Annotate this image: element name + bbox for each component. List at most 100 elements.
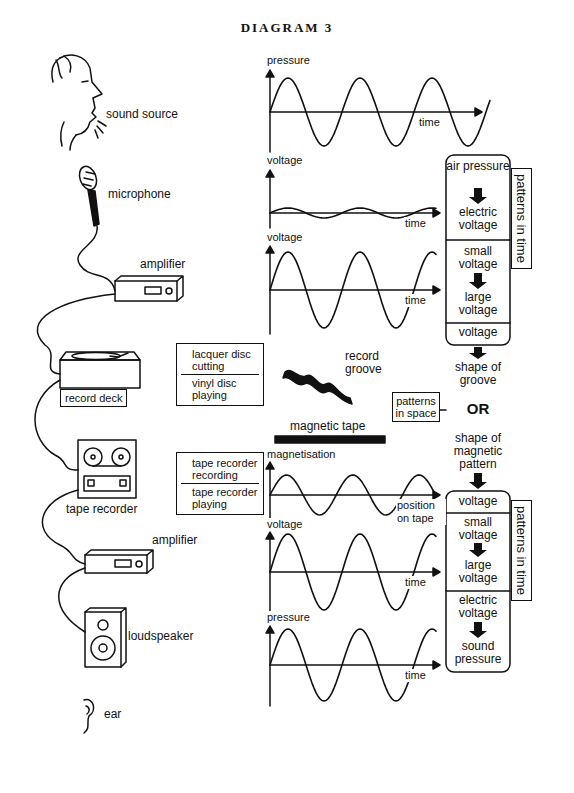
tape-recorder-drawing	[78, 440, 136, 498]
axis-line	[269, 533, 271, 614]
arrow-head	[266, 70, 274, 77]
face-drawing	[60, 55, 102, 135]
amplifier-drawing	[166, 288, 172, 294]
microphone-drawing	[78, 226, 115, 291]
label-text: time	[404, 294, 427, 307]
cable	[59, 568, 85, 632]
record-deck-drawing	[60, 360, 140, 388]
label-text: large voltage	[446, 559, 510, 585]
tape-recorder-drawing	[84, 448, 102, 466]
diagram-title: DIAGRAM 3	[0, 20, 574, 36]
group-outline	[446, 155, 510, 345]
arrow-head	[266, 626, 274, 633]
label-text: time	[404, 217, 427, 230]
cable	[37, 294, 115, 374]
label-text: electric voltage	[446, 594, 510, 620]
label-text: amplifier	[140, 258, 185, 271]
loudspeaker-drawing	[85, 608, 126, 667]
label-text: tape recorder	[66, 503, 137, 516]
microphone-drawing	[76, 164, 115, 291]
axis-line	[270, 494, 439, 496]
divider-line	[446, 512, 510, 514]
magnetic-tape-drawing	[275, 436, 385, 443]
divider-line	[446, 322, 510, 324]
label-text: pressure	[266, 611, 311, 624]
label-text: ear	[104, 708, 121, 721]
divider-line	[446, 239, 510, 241]
arrow-head	[433, 568, 440, 576]
text-box: patterns in time	[511, 168, 532, 269]
label-text: magnetisation	[266, 448, 337, 461]
box-text: patterns in time	[514, 506, 529, 595]
label-text: time	[404, 669, 427, 682]
tape-recorder-drawing	[93, 465, 121, 467]
label-text: voltage	[446, 326, 510, 339]
face-drawing	[61, 122, 76, 150]
tape-recorder-drawing	[91, 455, 95, 459]
tape-recorder-drawing	[84, 476, 130, 491]
amplifier-drawing	[85, 550, 153, 573]
box-text: record deck	[65, 392, 122, 404]
arrow-head	[266, 532, 274, 539]
axis-line	[269, 627, 271, 706]
record-deck-drawing	[60, 352, 140, 388]
divider-line	[446, 590, 510, 592]
cable	[42, 490, 85, 564]
box-text: vinyl disc playing	[181, 374, 259, 403]
label-text: position on tape	[396, 499, 446, 525]
sine-wave	[270, 78, 490, 146]
group-outline	[446, 491, 510, 672]
amplifier-drawing	[115, 276, 183, 301]
box-text: tape recorder recording	[181, 455, 259, 483]
label-text: sound source	[106, 108, 178, 121]
ear-drawing	[84, 700, 94, 733]
block-arrow	[469, 188, 487, 204]
text-box: record deck	[60, 389, 127, 407]
label-text: air pressure	[446, 160, 510, 173]
amplifier-drawing	[85, 550, 153, 573]
label-text: amplifier	[152, 534, 197, 547]
block-arrow	[469, 347, 487, 359]
record-groove-drawing	[283, 370, 352, 404]
magnetic-tape-drawing	[275, 436, 385, 443]
loudspeaker-drawing	[85, 608, 126, 667]
label-text: large voltage	[446, 291, 510, 317]
label-text: magnetic tape	[290, 420, 365, 433]
face-drawing	[52, 56, 71, 82]
arrow-head	[266, 246, 274, 253]
tape-recorder-drawing	[119, 455, 123, 459]
tape-recorder-drawing	[78, 440, 136, 498]
label-text: shape of groove	[446, 361, 510, 387]
label-text: time	[418, 116, 441, 129]
label-text: voltage	[266, 231, 303, 244]
bracket-line	[440, 409, 446, 411]
text-box: patterns in time	[511, 500, 532, 601]
face-drawing	[52, 55, 106, 150]
block-arrow	[469, 543, 487, 557]
label-text: loudspeaker	[128, 630, 193, 643]
tape-recorder-drawing	[88, 480, 94, 486]
tape-recorder-drawing	[120, 480, 126, 486]
label-text: time	[404, 576, 427, 589]
sine-wave	[270, 252, 436, 328]
amplifier-drawing	[136, 561, 142, 567]
tape-recorder-drawing	[112, 448, 130, 466]
text-box: tape recorder recordingtape recorder pla…	[176, 452, 264, 515]
bracket-line	[440, 409, 446, 411]
face-drawing	[95, 121, 106, 138]
sine-wave	[270, 534, 436, 610]
loudspeaker-drawing	[98, 620, 108, 630]
arrow-head	[266, 462, 274, 469]
box-text: lacquer disc cutting	[181, 346, 259, 374]
label-text: electric voltage	[446, 206, 510, 232]
amplifier-drawing	[115, 281, 177, 301]
arrow-head	[266, 170, 274, 177]
sine-wave	[270, 629, 436, 701]
label-text: pressure	[266, 54, 311, 67]
box-text: patterns in time	[514, 174, 529, 263]
face-drawing	[82, 81, 88, 82]
amplifier-drawing	[115, 276, 183, 301]
label-text: small voltage	[446, 516, 510, 542]
text-box: lacquer disc cuttingvinyl disc playing	[176, 343, 264, 406]
block-arrow	[469, 273, 487, 289]
